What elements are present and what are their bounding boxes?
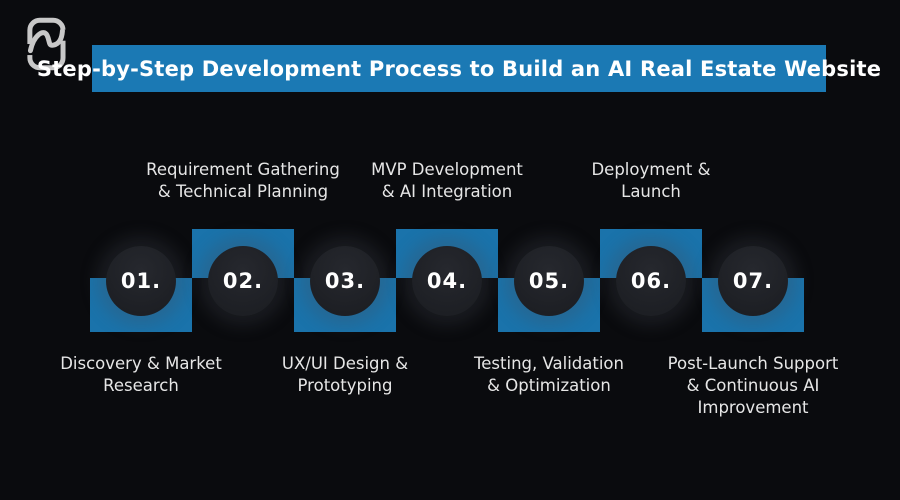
step-03-number: 03. — [324, 269, 366, 293]
step-03: 03. UX/UI Design & Prototyping — [282, 229, 408, 395]
step-06: 06. Deployment & Launch — [591, 160, 711, 332]
step-05-label: Testing, Validation & Optimization — [474, 354, 624, 395]
step-07-circle: 07. — [718, 246, 788, 316]
step-04-circle: 04. — [412, 246, 482, 316]
step-02: 02. Requirement Gathering & Technical Pl… — [146, 160, 340, 332]
step-06-circle: 06. — [616, 246, 686, 316]
step-02-circle: 02. — [208, 246, 278, 316]
step-04: 04. MVP Development & AI Integration — [371, 160, 523, 332]
step-03-label: UX/UI Design & Prototyping — [281, 354, 409, 395]
step-06-number: 06. — [630, 269, 672, 293]
step-02-number: 02. — [222, 269, 264, 293]
step-03-circle: 03. — [310, 246, 380, 316]
step-04-number: 04. — [426, 269, 468, 293]
step-05-number: 05. — [528, 269, 570, 293]
process-timeline: 01. Discovery & Market Research 02. Requ… — [60, 160, 838, 417]
step-07-label: Post-Launch Support & Continuous AI Impr… — [667, 354, 839, 417]
step-04-label: MVP Development & AI Integration — [371, 160, 523, 201]
step-05: 05. Testing, Validation & Optimization — [474, 229, 624, 395]
step-01-label: Discovery & Market Research — [60, 354, 222, 395]
step-07-number: 07. — [732, 269, 774, 293]
step-06-label: Deployment & Launch — [591, 160, 711, 201]
step-02-label: Requirement Gathering & Technical Planni… — [146, 160, 340, 201]
brand-mark-icon — [26, 17, 68, 71]
step-01-circle: 01. — [106, 246, 176, 316]
step-05-circle: 05. — [514, 246, 584, 316]
step-01-number: 01. — [120, 269, 162, 293]
step-07: 07. Post-Launch Support & Continuous AI … — [668, 229, 838, 417]
step-01: 01. Discovery & Market Research — [60, 229, 222, 395]
page-title: Step-by-Step Development Process to Buil… — [36, 56, 882, 81]
title-banner: Step-by-Step Development Process to Buil… — [37, 45, 881, 92]
